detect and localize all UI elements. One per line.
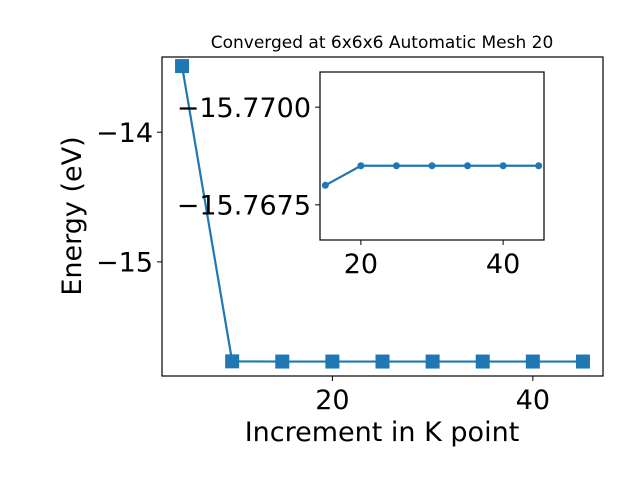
inset-frame <box>319 71 545 241</box>
main-data-point <box>575 354 590 369</box>
inset-x-tick-label: 40 <box>486 249 520 280</box>
inset-plot-area: 20 40 −15.7700 −15.7675 <box>177 71 545 280</box>
inset-y-tick-label: −15.7675 <box>177 191 311 222</box>
inset-data-point <box>357 162 365 170</box>
inset-data-point <box>464 162 472 170</box>
main-data-point <box>525 354 540 369</box>
inset-x-tick-label: 20 <box>344 249 378 280</box>
chart-title: Converged at 6x6x6 Automatic Mesh 20 <box>211 33 554 53</box>
main-data-point <box>175 59 190 74</box>
main-data-point <box>475 354 490 369</box>
main-x-tick-label: 20 <box>315 385 349 416</box>
main-data-point <box>225 354 240 369</box>
main-y-tick-label: −15 <box>96 248 153 279</box>
y-axis-label: Energy (eV) <box>57 136 88 295</box>
main-x-tick-label: 40 <box>516 385 550 416</box>
main-data-point <box>275 354 290 369</box>
inset-data-point <box>321 181 329 189</box>
inset-data-point <box>535 162 543 170</box>
inset-data-point <box>499 162 507 170</box>
main-data-point <box>325 354 340 369</box>
main-data-point <box>425 354 440 369</box>
main-y-tick-label: −14 <box>96 118 153 149</box>
main-data-point <box>375 354 390 369</box>
x-axis-label: Increment in K point <box>245 417 520 448</box>
inset-y-tick-label: −15.7700 <box>177 93 311 124</box>
inset-data-point <box>428 162 436 170</box>
inset-data-point <box>392 162 400 170</box>
